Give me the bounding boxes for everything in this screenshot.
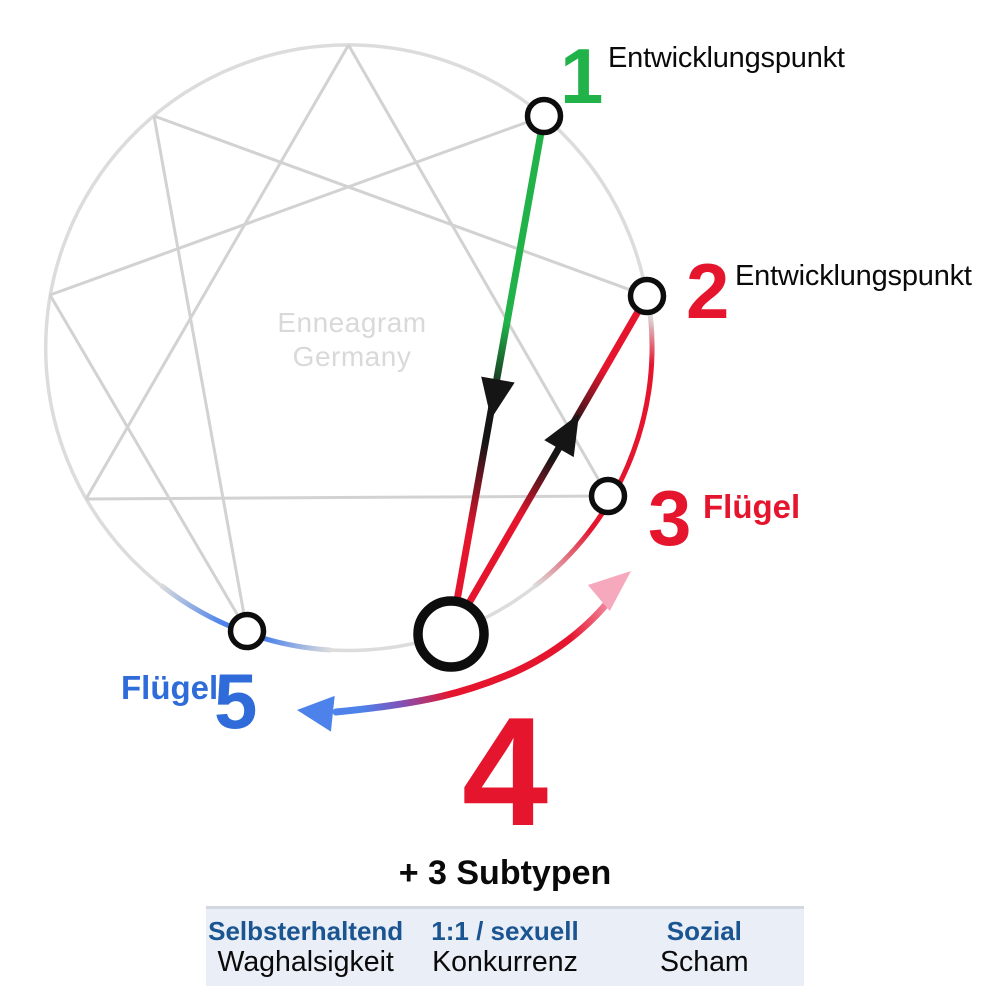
inner-lines <box>48 44 648 632</box>
node-point-2 <box>627 276 667 316</box>
node-point-1 <box>524 96 564 136</box>
line-7-1 <box>49 114 545 297</box>
watermark-line2: Germany <box>292 341 412 372</box>
node-point-4 <box>413 596 489 672</box>
subtype-value: Scham <box>659 946 749 978</box>
arrowhead-to-4-icon <box>481 376 515 419</box>
line-9-3 <box>347 44 610 497</box>
subtype-value: Waghalsigkeit <box>217 946 394 978</box>
subtypes-heading: + 3 Subtypen <box>398 854 612 892</box>
wing-swoosh-curve <box>332 592 617 716</box>
subtype-header: Selbsterhaltend <box>208 916 404 946</box>
wing3-arrowhead-icon <box>587 571 631 612</box>
line-6-9 <box>84 44 350 500</box>
point2-label: Entwicklungspunkt <box>735 260 972 292</box>
point3-number: 3 <box>648 474 692 562</box>
point5-wing-label: Flügel <box>121 669 219 706</box>
point4-number: 4 <box>462 685 549 858</box>
line-2-8 <box>153 114 648 298</box>
point2-number: 2 <box>686 247 730 335</box>
point1-label: Entwicklungspunkt <box>608 42 845 74</box>
point5-number: 5 <box>214 657 258 745</box>
arrowhead-to-2-icon <box>544 414 579 458</box>
subtype-column-sozial: Sozial Scham <box>605 916 804 986</box>
line-5-7 <box>48 294 249 632</box>
subtypes-table: Selbsterhaltend Waghalsigkeit 1:1 / sexu… <box>206 906 804 986</box>
point1-number: 1 <box>560 32 604 120</box>
line-1-to-4 <box>447 115 548 635</box>
watermark-line1: Enneagram <box>277 307 427 338</box>
wing3-arc-highlight <box>532 313 655 589</box>
line-8-5 <box>152 115 249 632</box>
subtype-column-sexuell: 1:1 / sexuell Konkurrenz <box>405 916 604 986</box>
subtype-header: 1:1 / sexuell <box>431 916 579 946</box>
line-4-to-2 <box>447 294 651 636</box>
node-point-5 <box>227 611 267 651</box>
line-3-6 <box>85 494 609 501</box>
watermark: Enneagram Germany <box>200 306 504 374</box>
subtype-column-selbsterhaltend: Selbsterhaltend Waghalsigkeit <box>206 916 405 986</box>
enneagram-circle <box>43 43 654 653</box>
subtype-header: Sozial <box>666 916 742 946</box>
node-point-3 <box>588 476 628 516</box>
point3-wing-label: Flügel <box>703 488 801 525</box>
wing5-arrowhead-icon <box>297 695 335 732</box>
subtype-value: Konkurrenz <box>432 946 578 978</box>
